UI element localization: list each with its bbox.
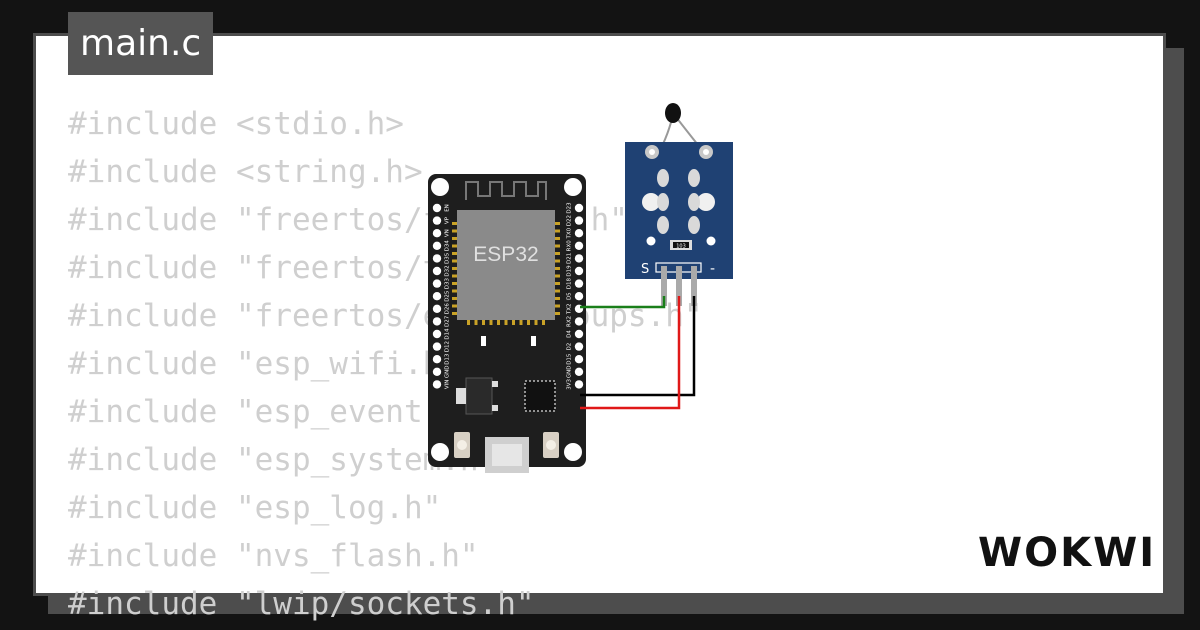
thermistor-bead <box>665 103 681 123</box>
pin-label: VIN <box>445 380 451 390</box>
pin-hole-left-row[interactable] <box>432 342 442 351</box>
wire-power[interactable] <box>580 296 681 410</box>
pin-label: EN <box>445 204 451 212</box>
pin-label: D35 <box>445 252 451 264</box>
pin-hole-left-row[interactable] <box>432 380 442 389</box>
mounting-hole <box>431 178 449 196</box>
pin-hole-left-row[interactable] <box>432 292 442 301</box>
pin-label: GND <box>567 365 573 378</box>
pin-hole-left-row[interactable] <box>432 229 442 238</box>
pin-hole-right-row[interactable] <box>574 216 584 225</box>
pin-hole-left-row[interactable] <box>432 317 442 326</box>
pin-label: D19 <box>567 265 573 277</box>
pin-label: D27 <box>445 315 451 327</box>
sensor-pin-gnd[interactable] <box>691 266 697 306</box>
wire-signal[interactable] <box>580 296 666 309</box>
pin-label: D13 <box>445 353 451 365</box>
wokwi-logo-text: WOKWI <box>978 530 1156 576</box>
ntc-temperature-sensor[interactable]: 103 S - <box>625 103 733 306</box>
pin-label: D12 <box>445 341 451 352</box>
pin-label: 3V3 <box>567 379 573 390</box>
code-line: #include <string.h> <box>68 154 423 190</box>
pin-label: D22 <box>567 215 573 226</box>
pin-hole-right-row[interactable] <box>574 317 584 326</box>
sensor-pin-vcc[interactable] <box>676 266 682 306</box>
pin-hole-left-row[interactable] <box>432 216 442 225</box>
ground-pin-label: - <box>710 261 715 277</box>
pin-label: VP <box>445 216 451 224</box>
pin-hole-right-row[interactable] <box>574 203 584 213</box>
pin-hole-right-row[interactable] <box>574 355 584 364</box>
pin-hole-right-row[interactable] <box>574 292 584 301</box>
mounting-hole <box>564 443 582 461</box>
code-line: #include "lwip/sockets.h" <box>68 586 535 622</box>
pin-hole-right-row[interactable] <box>574 367 584 376</box>
pin-hole-left-row[interactable] <box>432 367 442 376</box>
pin-label: D18 <box>567 277 573 289</box>
pin-label: D14 <box>445 328 451 340</box>
esp32-module <box>457 210 555 320</box>
pin-label: D26 <box>445 303 451 315</box>
pin-label: D15 <box>567 353 573 365</box>
pin-hole-right-row[interactable] <box>574 380 584 389</box>
pin-label: RX2 <box>567 316 573 327</box>
file-tab[interactable]: main.c <box>68 12 214 75</box>
sensor-pcb <box>625 142 733 279</box>
sensor-pin-signal[interactable] <box>661 266 667 306</box>
pin-label: D34 <box>445 240 451 252</box>
pin-label: D5 <box>567 292 573 300</box>
code-line: #include "esp_wifi.h" <box>68 346 460 382</box>
usb-uart-chip <box>524 380 556 412</box>
pin-label: D33 <box>445 277 451 289</box>
esp32-board[interactable]: ESP32 ENVPVND34D35D32D33D25D26D27D14D12D… <box>428 174 586 473</box>
pin-label: D21 <box>567 253 573 264</box>
esp32-label: ESP32 <box>473 243 538 266</box>
pin-hole-left-row[interactable] <box>432 266 442 276</box>
pin-hole-right-row[interactable] <box>574 254 584 263</box>
mounting-hole <box>564 178 582 196</box>
signal-pin-label: S <box>641 262 649 277</box>
code-line: #include <stdio.h> <box>68 106 404 142</box>
pin-label: GND <box>445 365 451 378</box>
pin-label: D32 <box>445 265 451 276</box>
pin-label: VN <box>445 229 451 237</box>
pin-label: D4 <box>567 330 573 338</box>
pin-label: TX0 <box>567 227 573 239</box>
pin-hole-left-row[interactable] <box>432 355 442 364</box>
pin-hole-left-row[interactable] <box>432 304 442 313</box>
code-line: #include "nvs_flash.h" <box>68 538 479 574</box>
pin-hole-left-row[interactable] <box>432 241 442 250</box>
mounting-hole <box>431 443 449 461</box>
pin-hole-right-row[interactable] <box>574 329 584 339</box>
pin-label: D2 <box>567 343 573 351</box>
pin-hole-right-row[interactable] <box>574 342 584 351</box>
pin-label: RX0 <box>567 240 573 252</box>
pin-hole-left-row[interactable] <box>432 329 442 339</box>
pin-hole-right-row[interactable] <box>574 241 584 250</box>
pin-hole-right-row[interactable] <box>574 266 584 276</box>
voltage-regulator <box>465 377 493 415</box>
pin-label: D25 <box>445 290 451 302</box>
pin-hole-right-row[interactable] <box>574 279 584 288</box>
pin-hole-left-row[interactable] <box>432 254 442 263</box>
wokwi-logo: WOKWI <box>978 530 1156 576</box>
pin-label: TX2 <box>567 303 573 315</box>
wire-ground[interactable] <box>580 296 696 397</box>
pin-hole-right-row[interactable] <box>574 229 584 238</box>
pin-hole-left-row[interactable] <box>432 279 442 288</box>
resistor-label: 103 <box>676 244 686 250</box>
pin-hole-left-row[interactable] <box>432 203 442 213</box>
pin-label: D23 <box>567 202 573 214</box>
code-card <box>33 33 1166 596</box>
code-line: #include "esp_log.h" <box>68 490 442 526</box>
